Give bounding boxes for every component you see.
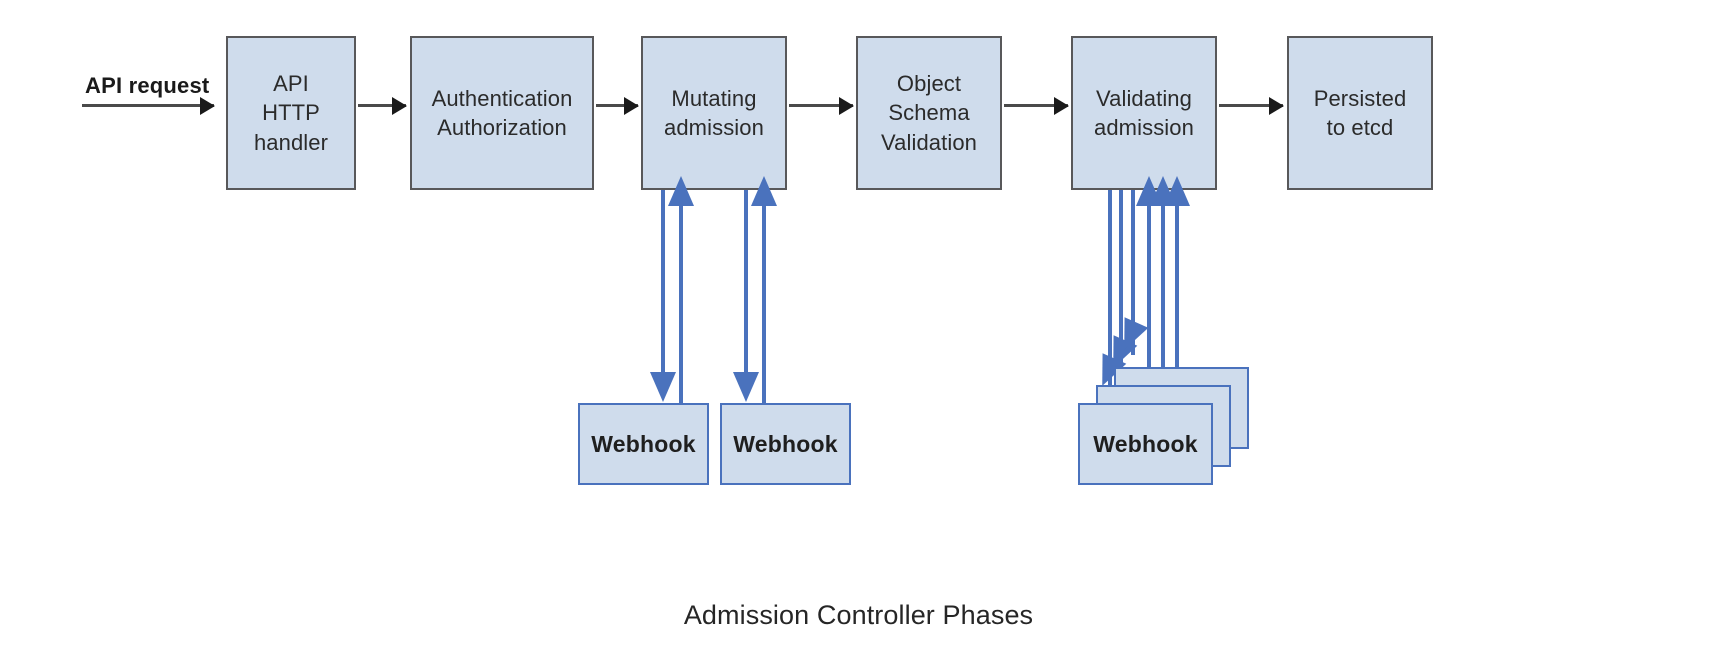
webhook-response-line-mutating-1	[679, 205, 683, 405]
phase-label-api-http-handler: API HTTP handler	[253, 71, 329, 155]
webhook-box-mutating-1[interactable]: Webhook	[578, 403, 709, 485]
phase-box-mutating-admission[interactable]: Mutating admission	[641, 36, 787, 190]
phase-label-object-schema-validation: Object Schema Validation	[881, 71, 977, 155]
api-request-label: API request	[85, 73, 210, 98]
flow-arrow-handler-to-authn	[358, 104, 406, 107]
flow-arrow-mutating-to-schema	[789, 104, 853, 107]
webhook-request-line-validating-3	[1131, 190, 1135, 355]
webhook-response-line-mutating-2	[762, 205, 766, 405]
api-request-arrow	[82, 104, 214, 107]
webhook-box-mutating-2[interactable]: Webhook	[720, 403, 851, 485]
flow-arrow-schema-to-validating	[1004, 104, 1068, 107]
webhook-label-validating-stack: Webhook	[1093, 430, 1198, 457]
webhook-request-arrowhead-mutating-2	[733, 372, 759, 402]
flow-arrow-validating-to-etcd	[1219, 104, 1283, 107]
phase-label-persisted-to-etcd: Persisted to etcd	[1313, 85, 1407, 140]
webhook-response-arrowhead-mutating-1	[668, 176, 694, 206]
webhook-label-mutating-2: Webhook	[733, 430, 838, 457]
webhook-response-arrowhead-validating-3	[1164, 176, 1190, 206]
phase-box-persisted-to-etcd[interactable]: Persisted to etcd	[1287, 36, 1433, 190]
webhook-response-arrowhead-mutating-2	[751, 176, 777, 206]
webhook-request-line-validating-2	[1119, 190, 1123, 375]
phase-label-mutating-admission: Mutating admission	[664, 85, 764, 140]
flow-arrow-authn-to-mutating	[596, 104, 638, 107]
webhook-request-arrowhead-mutating-1	[650, 372, 676, 402]
webhook-request-line-mutating-2	[744, 190, 748, 385]
webhook-response-line-validating-1	[1147, 205, 1151, 423]
phase-box-validating-admission[interactable]: Validating admission	[1071, 36, 1217, 190]
webhook-label-mutating-1: Webhook	[591, 430, 696, 457]
phase-label-validating-admission: Validating admission	[1094, 85, 1194, 140]
phase-box-authn-authz[interactable]: Authentication Authorization	[410, 36, 594, 190]
webhook-response-line-validating-2	[1161, 205, 1165, 405]
webhook-box-validating-stack-front[interactable]: Webhook	[1078, 403, 1213, 485]
phase-box-api-http-handler[interactable]: API HTTP handler	[226, 36, 356, 190]
webhook-request-line-mutating-1	[661, 190, 665, 385]
phase-box-object-schema-validation[interactable]: Object Schema Validation	[856, 36, 1002, 190]
webhook-request-line-validating-1	[1108, 190, 1112, 395]
phase-label-authn-authz: Authentication Authorization	[431, 85, 573, 140]
diagram-caption: Admission Controller Phases	[683, 600, 1034, 630]
webhook-response-line-validating-3	[1175, 205, 1179, 387]
